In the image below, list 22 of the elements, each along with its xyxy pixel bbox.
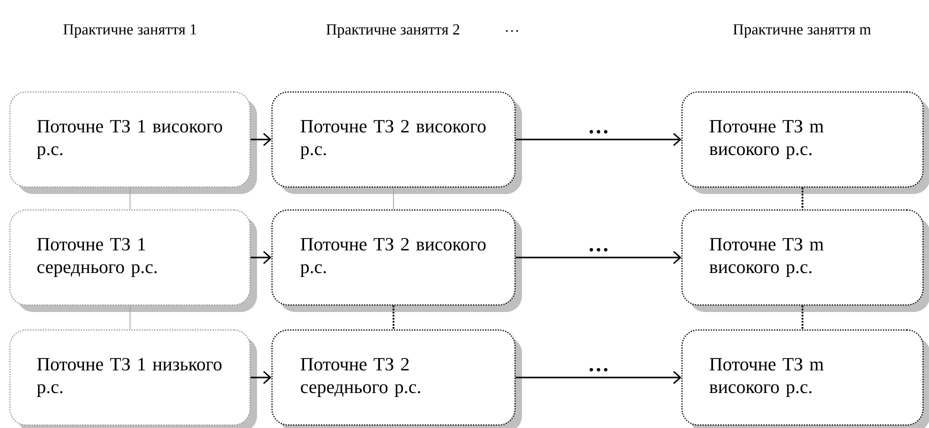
arrow <box>516 250 682 264</box>
edge-label: … <box>590 248 608 252</box>
column-heading: Практичне заняття 1 <box>63 24 196 38</box>
arrow <box>516 370 682 384</box>
process-box: Поточне ТЗ m високого р.с. <box>681 329 929 428</box>
process-box: Поточне ТЗ 2 високого р.с. <box>271 91 522 194</box>
edge-label: … <box>590 368 608 372</box>
process-box: Поточне ТЗ m високого р.с. <box>681 209 929 312</box>
process-box: Поточне ТЗ 1 низького р.с. <box>9 329 257 428</box>
process-box: Поточне ТЗ 2 високого р.с. <box>271 209 522 312</box>
column-heading: Практичне заняття 2 <box>326 24 460 38</box>
column-heading: … <box>506 30 518 32</box>
process-box: Поточне ТЗ 2 середнього р.с. <box>271 329 522 428</box>
process-box: Поточне ТЗ 1 середнього р.с. <box>9 209 257 312</box>
arrow <box>250 132 272 146</box>
process-box: Поточне ТЗ 1 високого р.с. <box>9 91 257 194</box>
process-box: Поточне ТЗ m високого р.с. <box>681 91 929 194</box>
arrow <box>250 250 272 264</box>
column-heading: Практичне заняття m <box>733 24 871 38</box>
edge-label: … <box>590 130 608 134</box>
arrow <box>516 132 682 146</box>
arrow <box>250 370 272 384</box>
